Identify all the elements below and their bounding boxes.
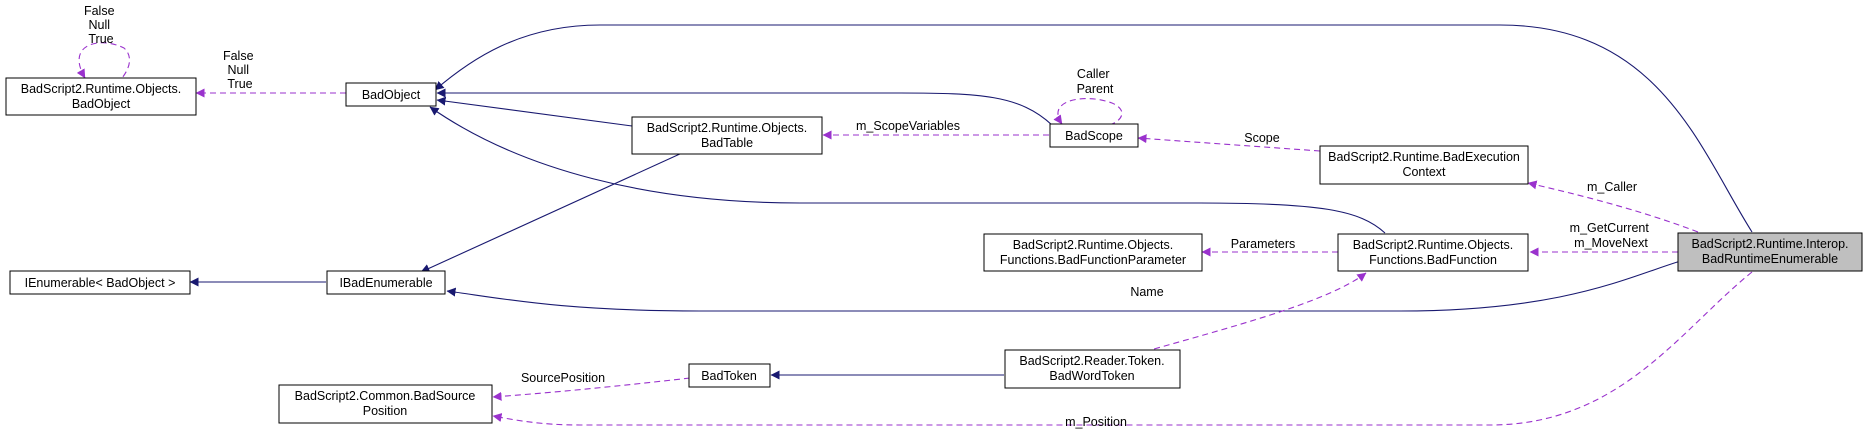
svg-text:BadScope: BadScope [1065,129,1123,143]
svg-text:BadScript2.Runtime.Objects.Fun: BadScript2.Runtime.Objects.Functions.Bad… [1000,238,1186,267]
edge-label-source-position: SourcePosition [521,371,605,385]
svg-text:BadToken: BadToken [701,369,757,383]
edge-wordtoken-uses-badfunction [1153,272,1367,350]
node-runtime-enumerable[interactable]: BadScript2.Runtime.Interop.BadRuntimeEnu… [1677,232,1863,272]
svg-text:BadScript2.Reader.Token.BadWor: BadScript2.Reader.Token.BadWordToken [1019,354,1164,383]
edge-label-getcurrent-movenext: m_GetCurrent m_MoveNext [1570,221,1653,250]
edge-label-scope-variables: m_ScopeVariables [856,119,960,133]
edge-badfunction-to-badobject [429,106,1386,234]
svg-text:IEnumerable< BadObject >: IEnumerable< BadObject > [25,276,176,290]
edge-label-scope: Scope [1244,131,1279,145]
edge-label-caller: m_Caller [1587,180,1637,194]
edge-label-parameters: Parameters [1231,237,1296,251]
svg-text:BadScript2.Runtime.Interop.Bad: BadScript2.Runtime.Interop.BadRuntimeEnu… [1691,237,1848,266]
edge-runtimeenum-uses-sourcepos [492,271,1753,426]
svg-text:BadObject: BadObject [362,88,421,102]
node-badfunction[interactable]: BadScript2.Runtime.Objects.Functions.Bad… [1337,233,1529,272]
edge-label-badobject-usage: False Null True [223,49,257,91]
node-badscope[interactable]: BadScope [1049,123,1139,148]
edge-badtoken-uses-sourcepos [492,377,691,401]
node-function-parameter[interactable]: BadScript2.Runtime.Objects.Functions.Bad… [983,233,1203,272]
edge-label-position: m_Position [1065,415,1127,429]
edge-badtable-to-badobject [436,96,633,127]
node-ibadenumerable[interactable]: IBadEnumerable [326,270,446,295]
svg-text:BadScript2.Runtime.Objects.Bad: BadScript2.Runtime.Objects.BadTable [647,121,808,150]
node-badtable[interactable]: BadScript2.Runtime.Objects.BadTable [631,116,823,155]
edge-runtimeenum-to-badobject [434,24,1753,233]
edge-label-caller-parent: Caller Parent [1077,67,1114,96]
edge-execctx-uses-badscope [1137,134,1321,152]
svg-text:BadScript2.Runtime.Objects.Bad: BadScript2.Runtime.Objects.BadObject [21,82,182,111]
edge-runtimeenum-uses-execctx [1527,180,1699,233]
edge-label-name: Name [1130,285,1163,299]
edge-self-loop-bro-badobject [76,42,130,79]
edge-self-loop-badscope [1053,98,1123,125]
edge-label-self-loop: False Null True [84,4,118,46]
node-badwordtoken[interactable]: BadScript2.Reader.Token.BadWordToken [1004,349,1181,389]
svg-text:BadScript2.Runtime.Objects.Fun: BadScript2.Runtime.Objects.Functions.Bad… [1353,238,1514,267]
svg-text:IBadEnumerable: IBadEnumerable [339,276,432,290]
node-ienumerable-badobject[interactable]: IEnumerable< BadObject > [9,270,191,295]
node-badobject[interactable]: BadObject [345,82,437,107]
edge-badtable-to-ibadenumerable [420,152,683,273]
node-badtoken[interactable]: BadToken [688,363,771,388]
edge-runtimeenum-to-ibadenumerable [446,255,1699,312]
edge-badscope-to-badobject [436,88,1053,126]
node-bro-badobject[interactable]: BadScript2.Runtime.Objects.BadObject [5,77,197,116]
